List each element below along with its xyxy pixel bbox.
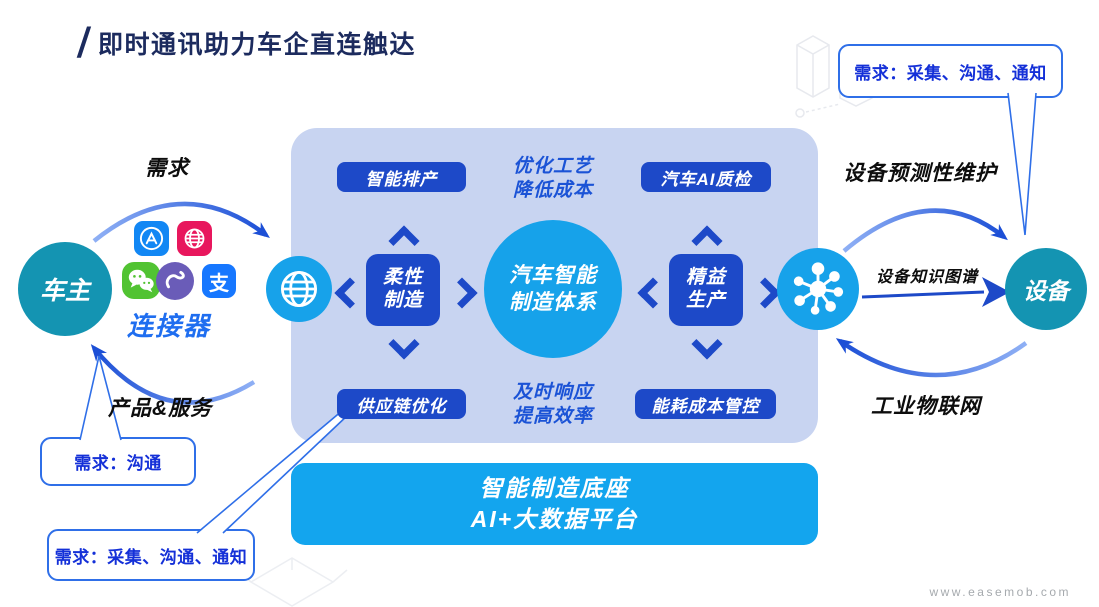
iot-hub-circle — [777, 248, 859, 330]
connector-globe-circle — [266, 256, 332, 322]
arrow-device-to-hub — [835, 338, 1028, 378]
note-optimize-process: 优化工艺 降低成本 — [488, 155, 618, 203]
arrow-hub-to-device — [842, 208, 1008, 253]
demand-label: 需求 — [145, 157, 189, 180]
pill-supply-chain-optimization: 供应链优化 — [337, 389, 466, 419]
arrow-knowledge-graph-line — [861, 290, 985, 299]
flexible-manufacturing-box: 柔性 制造 — [366, 254, 440, 326]
alipay-icon: 支 — [202, 264, 236, 298]
note-line: 及时响应 — [512, 382, 593, 403]
circle-line: 制造体系 — [509, 291, 597, 314]
base-bar-line: 智能制造底座 — [479, 474, 630, 501]
product-service-label: 产品&服务 — [108, 397, 213, 420]
callout-tail-top-right — [1007, 92, 1037, 236]
knowledge-graph-label: 设备知识图谱 — [876, 269, 979, 286]
circle-line: 汽车智能 — [509, 263, 597, 287]
connector-label: 连接器 — [127, 311, 212, 341]
box-line: 制造 — [382, 290, 423, 311]
ai-bigdata-platform-bar: 智能制造底座 AI+大数据平台 — [291, 463, 818, 545]
base-bar-line: AI+大数据平台 — [470, 506, 639, 532]
page-title: / 即时通讯助力车企直连触达 — [78, 18, 417, 67]
box-line: 生产 — [685, 290, 726, 311]
note-line: 优化工艺 — [512, 156, 593, 177]
wechat-icon — [122, 262, 160, 299]
callout-top-right: 需求：采集、沟通、通知 — [838, 44, 1063, 98]
note-line: 降低成本 — [512, 179, 593, 201]
pill-energy-cost-control: 能耗成本管控 — [635, 389, 776, 419]
appstore-icon — [134, 221, 169, 256]
website-url: www.easemob.com — [929, 585, 1071, 599]
box-line: 柔性 — [382, 267, 423, 289]
industrial-iot-label: 工业物联网 — [871, 395, 981, 418]
box-line: 精益 — [685, 267, 726, 289]
title-slash-icon: / — [78, 18, 89, 67]
predictive-maintenance-label: 设备预测性维护 — [843, 162, 997, 185]
callout-bottom-left: 需求：采集、沟通、通知 — [47, 529, 255, 581]
hub-spoke-icon — [793, 262, 844, 315]
callout-mid-left: 需求：沟通 — [40, 437, 196, 486]
car-owner-circle: 车主 — [18, 242, 112, 336]
pill-smart-scheduling: 智能排产 — [337, 162, 466, 192]
alipay-glyph: 支 — [209, 272, 229, 295]
note-timely-response: 及时响应 提高效率 — [488, 381, 618, 429]
auto-smart-manufacturing-circle: 汽车智能 制造体系 — [484, 220, 622, 358]
device-circle: 设备 — [1005, 248, 1087, 330]
globe-icon — [280, 270, 318, 308]
lean-production-box: 精益 生产 — [669, 254, 743, 326]
pill-auto-ai-inspection: 汽车AI质检 — [641, 162, 771, 192]
title-text: 即时通讯助力车企直连触达 — [98, 31, 417, 59]
globe-pink-icon — [177, 221, 212, 256]
s-curve-icon — [156, 262, 194, 300]
note-line: 提高效率 — [512, 405, 593, 427]
